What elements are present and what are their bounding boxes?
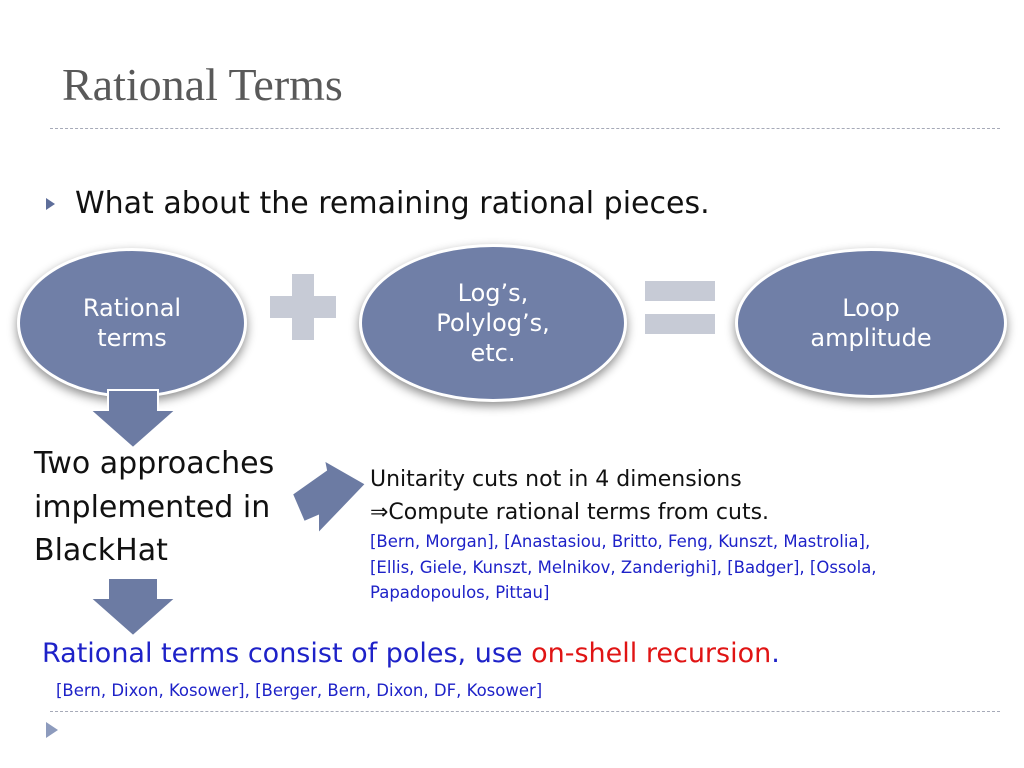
recursion-prefix: Rational terms consist of poles, use <box>42 638 532 669</box>
unitarity-line-1: Unitarity cuts not in 4 dimensions <box>370 467 742 492</box>
page-title: Rational Terms <box>62 59 343 110</box>
oval-loop-amplitude: Loop amplitude <box>735 248 1007 398</box>
equals-icon <box>645 281 715 334</box>
bullet-arrow-icon <box>46 197 55 210</box>
oval-loop-amplitude-label: Loop amplitude <box>810 294 932 352</box>
oval-logs: Log’s, Polylog’s, etc. <box>359 244 627 402</box>
unitarity-block: Unitarity cuts not in 4 dimensions ⇒Comp… <box>370 463 877 606</box>
oval-rational-terms-label: Rational terms <box>82 294 182 352</box>
reference-line: [Ellis, Giele, Kunszt, Melnikov, Zanderi… <box>370 557 877 577</box>
right-arrow-icon <box>290 458 368 537</box>
bullet-item: What about the remaining rational pieces… <box>46 186 710 221</box>
down-arrow-icon <box>87 389 179 450</box>
two-approaches-text: Two approaches implemented in BlackHat <box>34 442 294 573</box>
oval-rational-terms: Rational terms <box>17 248 247 398</box>
recursion-references: [Bern, Dixon, Kosower], [Berger, Bern, D… <box>56 681 543 700</box>
reference-line: Papadopoulos, Pittau] <box>370 583 550 603</box>
two-approaches-line: BlackHat <box>34 533 168 568</box>
unitarity-line-2: ⇒Compute rational terms from cuts. <box>370 500 770 525</box>
title-divider <box>50 128 1000 129</box>
two-approaches-line: Two approaches <box>34 446 275 481</box>
recursion-statement: Rational terms consist of poles, use on-… <box>42 638 780 669</box>
recursion-highlight: on-shell recursion <box>531 638 772 669</box>
bullet-text: What about the remaining rational pieces… <box>75 186 710 221</box>
footer-divider <box>50 711 1000 712</box>
down-arrow-icon <box>87 577 179 638</box>
unitarity-references: [Bern, Morgan], [Anastasiou, Britto, Fen… <box>370 529 877 606</box>
reference-line: [Bern, Morgan], [Anastasiou, Britto, Fen… <box>370 532 871 551</box>
recursion-suffix: . <box>771 638 780 669</box>
footer-arrow-icon <box>46 722 58 738</box>
oval-logs-label: Log’s, Polylog’s, etc. <box>436 279 550 367</box>
two-approaches-line: implemented in <box>34 489 271 525</box>
plus-icon <box>270 274 336 340</box>
